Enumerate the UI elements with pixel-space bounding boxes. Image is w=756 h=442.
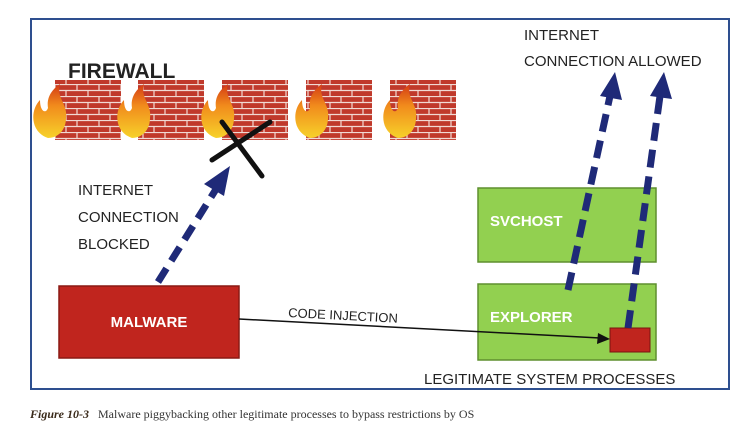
svchost-box: SVCHOST xyxy=(477,187,657,263)
firewall-label: FIREWALL xyxy=(68,60,175,83)
allowed-connection-arrow-2 xyxy=(624,72,672,329)
figure-number: Figure 10-3 xyxy=(30,407,90,421)
blocked-connection-arrow xyxy=(155,166,230,284)
allowed-label-line2: CONNECTION ALLOWED xyxy=(524,53,702,70)
blocked-label-line2: CONNECTION xyxy=(78,209,179,226)
flame-icon xyxy=(33,84,67,138)
diagram-canvas: FIREWALL INTERNET CONNECTION BLOCKED INT… xyxy=(33,27,702,388)
malware-box: MALWARE xyxy=(58,285,240,359)
processes-label: LEGITIMATE SYSTEM PROCESSES xyxy=(424,371,675,388)
allowed-label-line1: INTERNET xyxy=(524,27,599,44)
blocked-label-line1: INTERNET xyxy=(78,182,153,199)
figure-caption: Figure 10-3 Malware piggybacking other l… xyxy=(30,407,474,422)
allowed-connection-arrow-1 xyxy=(564,72,622,291)
blocked-label-line3: BLOCKED xyxy=(78,236,150,253)
figure-caption-text: Malware piggybacking other legitimate pr… xyxy=(98,407,475,421)
flame-icon xyxy=(383,84,417,138)
block-x-icon xyxy=(209,119,273,179)
flame-icon xyxy=(295,84,329,138)
injected-code-block xyxy=(609,327,651,353)
code-injection-arrow xyxy=(238,318,610,344)
malware-label: MALWARE xyxy=(111,314,188,331)
explorer-label: EXPLORER xyxy=(490,309,573,326)
brick-segment xyxy=(55,80,121,140)
flame-icon xyxy=(117,84,151,138)
svchost-label: SVCHOST xyxy=(490,213,563,230)
code-injection-label: CODE INJECTION xyxy=(288,305,398,326)
